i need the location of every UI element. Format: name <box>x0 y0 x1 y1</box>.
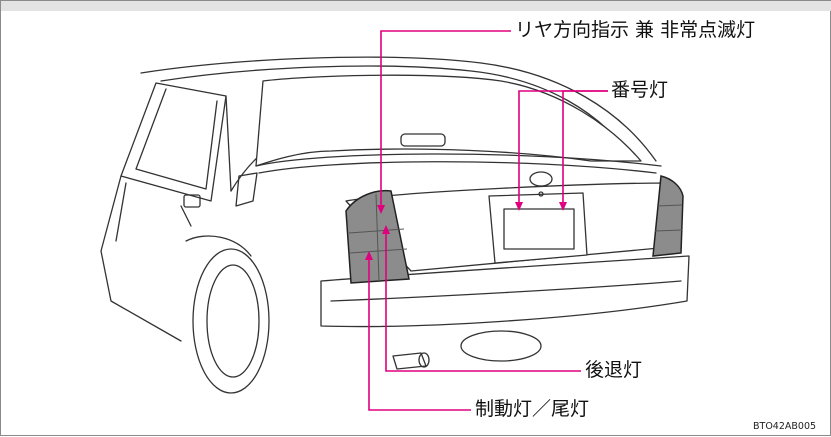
leader-plate-right <box>562 90 608 203</box>
leader-backup <box>385 233 581 372</box>
figure-code: BTO42AB005 <box>753 421 817 432</box>
right-rear-lamp <box>652 175 684 257</box>
label-license-plate-light: 番号灯 <box>611 79 669 101</box>
leader-turn-hazard <box>380 30 511 206</box>
leader-brake-tail <box>368 259 471 411</box>
label-brake-tail-light: 制動灯／尾灯 <box>475 398 590 420</box>
arrow-plate-left <box>515 202 523 211</box>
left-rear-lamp <box>345 189 410 284</box>
arrow-brake-tail <box>365 251 373 260</box>
leader-lines <box>368 30 608 411</box>
arrow-heads <box>365 202 567 260</box>
arrow-backup <box>382 225 390 234</box>
arrow-turn-hazard <box>377 205 385 214</box>
label-backup-light: 後退灯 <box>585 359 643 381</box>
arrow-plate-right <box>559 202 567 211</box>
top-band <box>1 1 831 11</box>
car-body <box>100 56 690 394</box>
label-rear-turn-hazard: リヤ方向指示 兼 非常点滅灯 <box>515 19 756 41</box>
